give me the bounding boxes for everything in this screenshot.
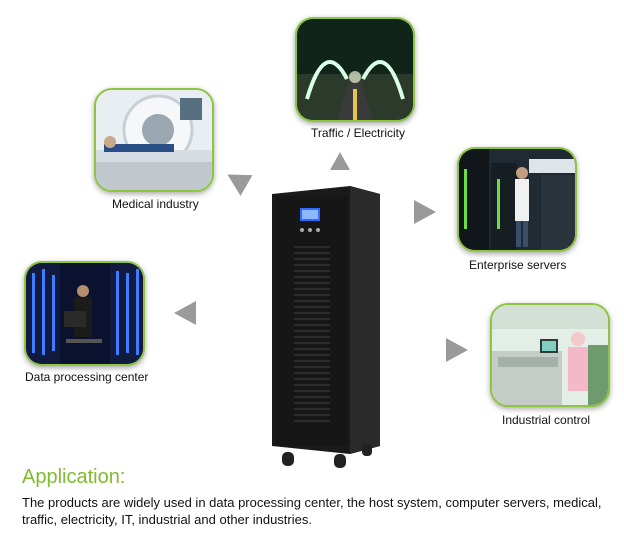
data-center-icon xyxy=(26,263,143,364)
industrial-control-photo xyxy=(490,303,610,407)
data-processing-center-photo xyxy=(24,261,145,366)
medical-industry-photo xyxy=(94,88,214,192)
arrow-right-icon xyxy=(414,200,436,224)
arrow-up-left-icon xyxy=(221,164,253,196)
ups-tower-photo xyxy=(272,186,380,470)
ups-tower-icon xyxy=(272,186,380,468)
bridge-highway-icon xyxy=(297,19,413,120)
caption-industrial-control: Industrial control xyxy=(502,413,591,427)
caption-medical-industry: Medical industry xyxy=(112,197,199,211)
caption-traffic-electricity: Traffic / Electricity xyxy=(311,126,406,140)
caption-enterprise-servers: Enterprise servers xyxy=(469,258,567,272)
factory-worker-icon xyxy=(492,305,608,405)
caption-data-processing-center: Data processing center xyxy=(25,370,149,384)
arrow-right-icon xyxy=(446,338,468,362)
section-title: Application: xyxy=(22,466,126,488)
section-description: The products are widely used in data pro… xyxy=(22,495,602,527)
arrow-up-icon xyxy=(330,152,350,170)
ct-scanner-icon xyxy=(96,90,212,190)
traffic-electricity-photo xyxy=(295,17,415,122)
enterprise-servers-photo xyxy=(457,147,577,252)
server-room-icon xyxy=(459,149,575,250)
arrow-left-icon xyxy=(174,301,196,325)
